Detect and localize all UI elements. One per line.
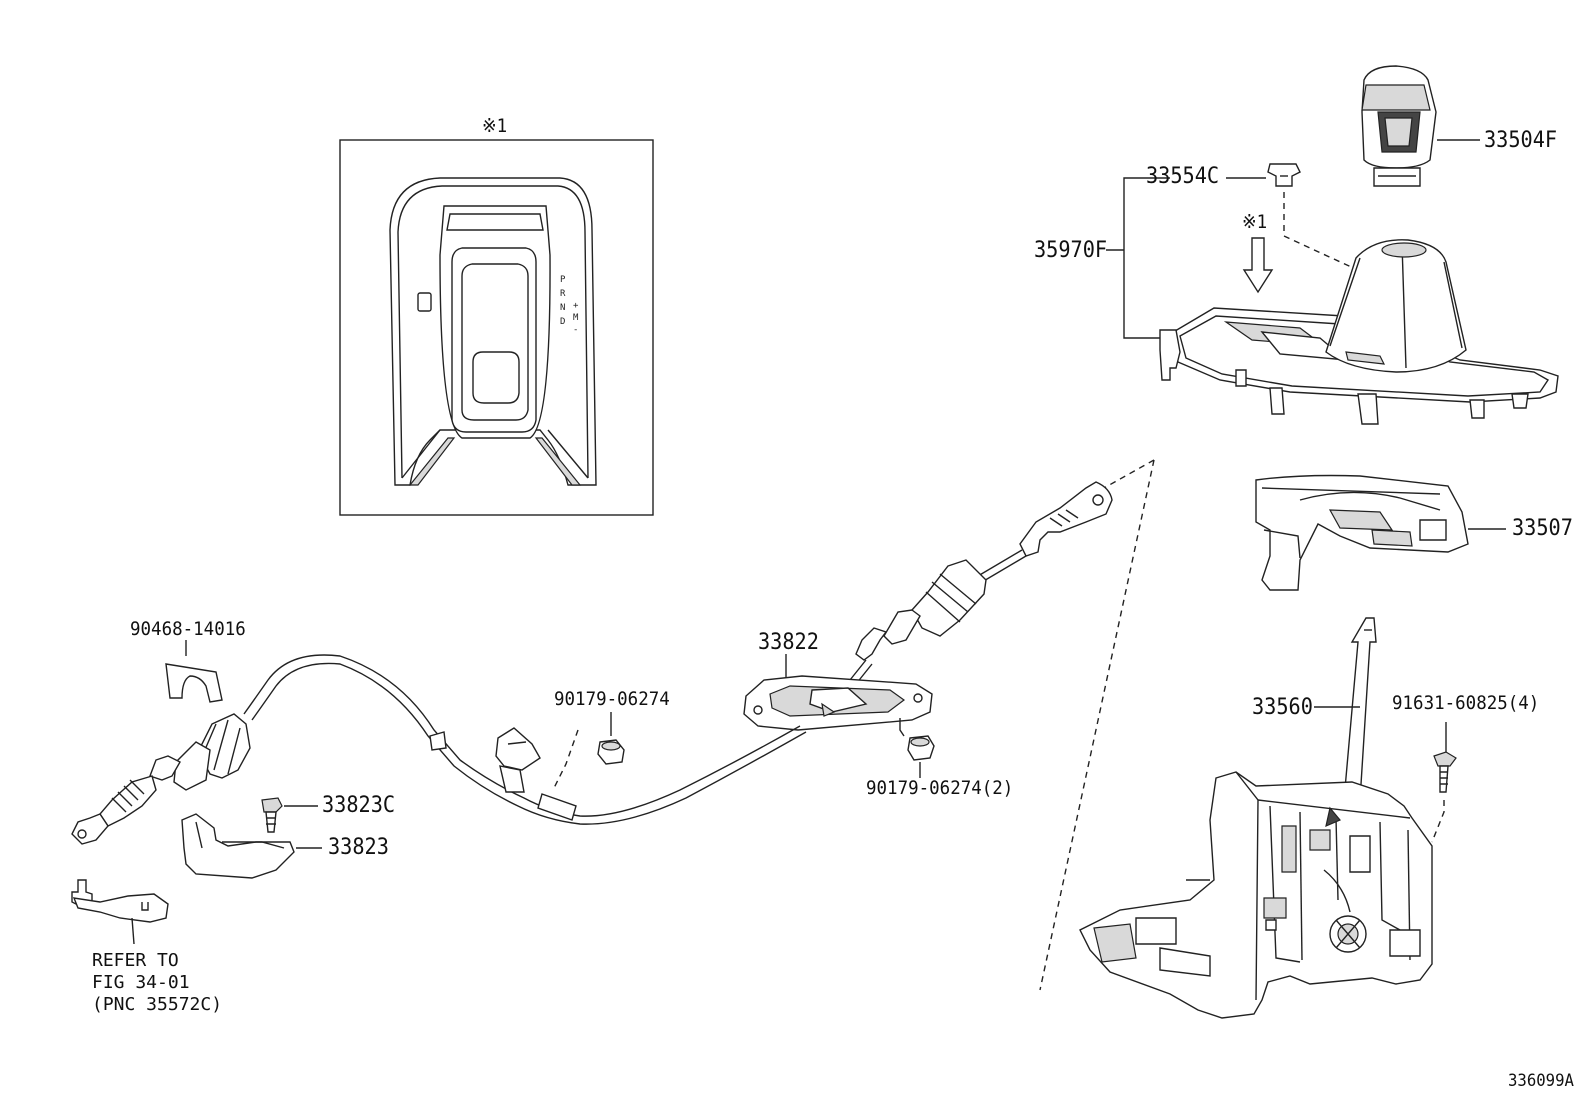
part-label-33554c[interactable]: 33554C (1146, 164, 1220, 189)
manual-minus: - (573, 325, 578, 335)
housing-drawing (1255, 474, 1506, 591)
console-plate-drawing (1159, 239, 1559, 425)
view-arrow-icon (1242, 237, 1274, 294)
inset-marker-label: ※1 (482, 115, 508, 137)
reference-note-line2: FIG 34-01 (92, 972, 190, 993)
shift-knob-drawing (1361, 65, 1480, 187)
callout-marker-label: ※1 (1242, 211, 1268, 233)
part-label-33823c[interactable]: 33823C (322, 793, 396, 818)
part-label-33822[interactable]: 33822 (758, 630, 819, 655)
part-label-33507[interactable]: 33507 (1512, 516, 1573, 541)
shift-cable-drawing (243, 654, 807, 825)
nut-double-drawing (907, 735, 935, 778)
part-label-33823[interactable]: 33823 (328, 835, 389, 860)
bracket-drawing (181, 813, 322, 879)
connection-dashed-line (1039, 459, 1155, 991)
part-label-90468-14016[interactable]: 90468-14016 (130, 618, 246, 640)
part-label-35970f[interactable]: 35970F (1034, 238, 1108, 263)
reference-note: REFER TO FIG 34-01 (PNC 35572C) (92, 950, 222, 1016)
reference-note-line3: (PNC 35572C) (92, 994, 223, 1015)
cable-grommet-drawing (743, 654, 933, 737)
manual-m: M (573, 313, 579, 323)
retainer-clip-drawing (165, 640, 223, 703)
cable-lower-end-drawing (71, 713, 251, 845)
part-label-33504f[interactable]: 33504F (1484, 128, 1558, 153)
part-label-33560[interactable]: 33560 (1252, 695, 1313, 720)
bracket-bolt-drawing (261, 797, 318, 833)
reference-note-line1: REFER TO (92, 950, 179, 971)
part-label-91631-60825[interactable]: 91631-60825(4) (1392, 692, 1540, 714)
shift-letter-d: D (560, 317, 565, 327)
nut-single-drawing (597, 712, 625, 765)
reference-lever-drawing (71, 879, 169, 945)
console-plate-bracket (1106, 177, 1170, 339)
part-label-90179-06274[interactable]: 90179-06274 (554, 688, 670, 710)
cable-upper-end-drawing (833, 481, 1113, 705)
inset-detail-box: P R N D + M - (339, 139, 654, 516)
shift-letter-r: R (560, 289, 566, 299)
figure-id-label: 336099A (1508, 1071, 1574, 1091)
bolt-drawing (1431, 722, 1457, 843)
manual-plus: + (573, 301, 579, 311)
shift-position-letters: P R N D + M - (560, 275, 579, 335)
shift-letter-n: N (560, 303, 565, 313)
shift-lever-assy-drawing (1079, 617, 1433, 1019)
part-label-90179-06274-2[interactable]: 90179-06274(2) (866, 777, 1014, 799)
shift-letter-p: P (560, 275, 566, 285)
